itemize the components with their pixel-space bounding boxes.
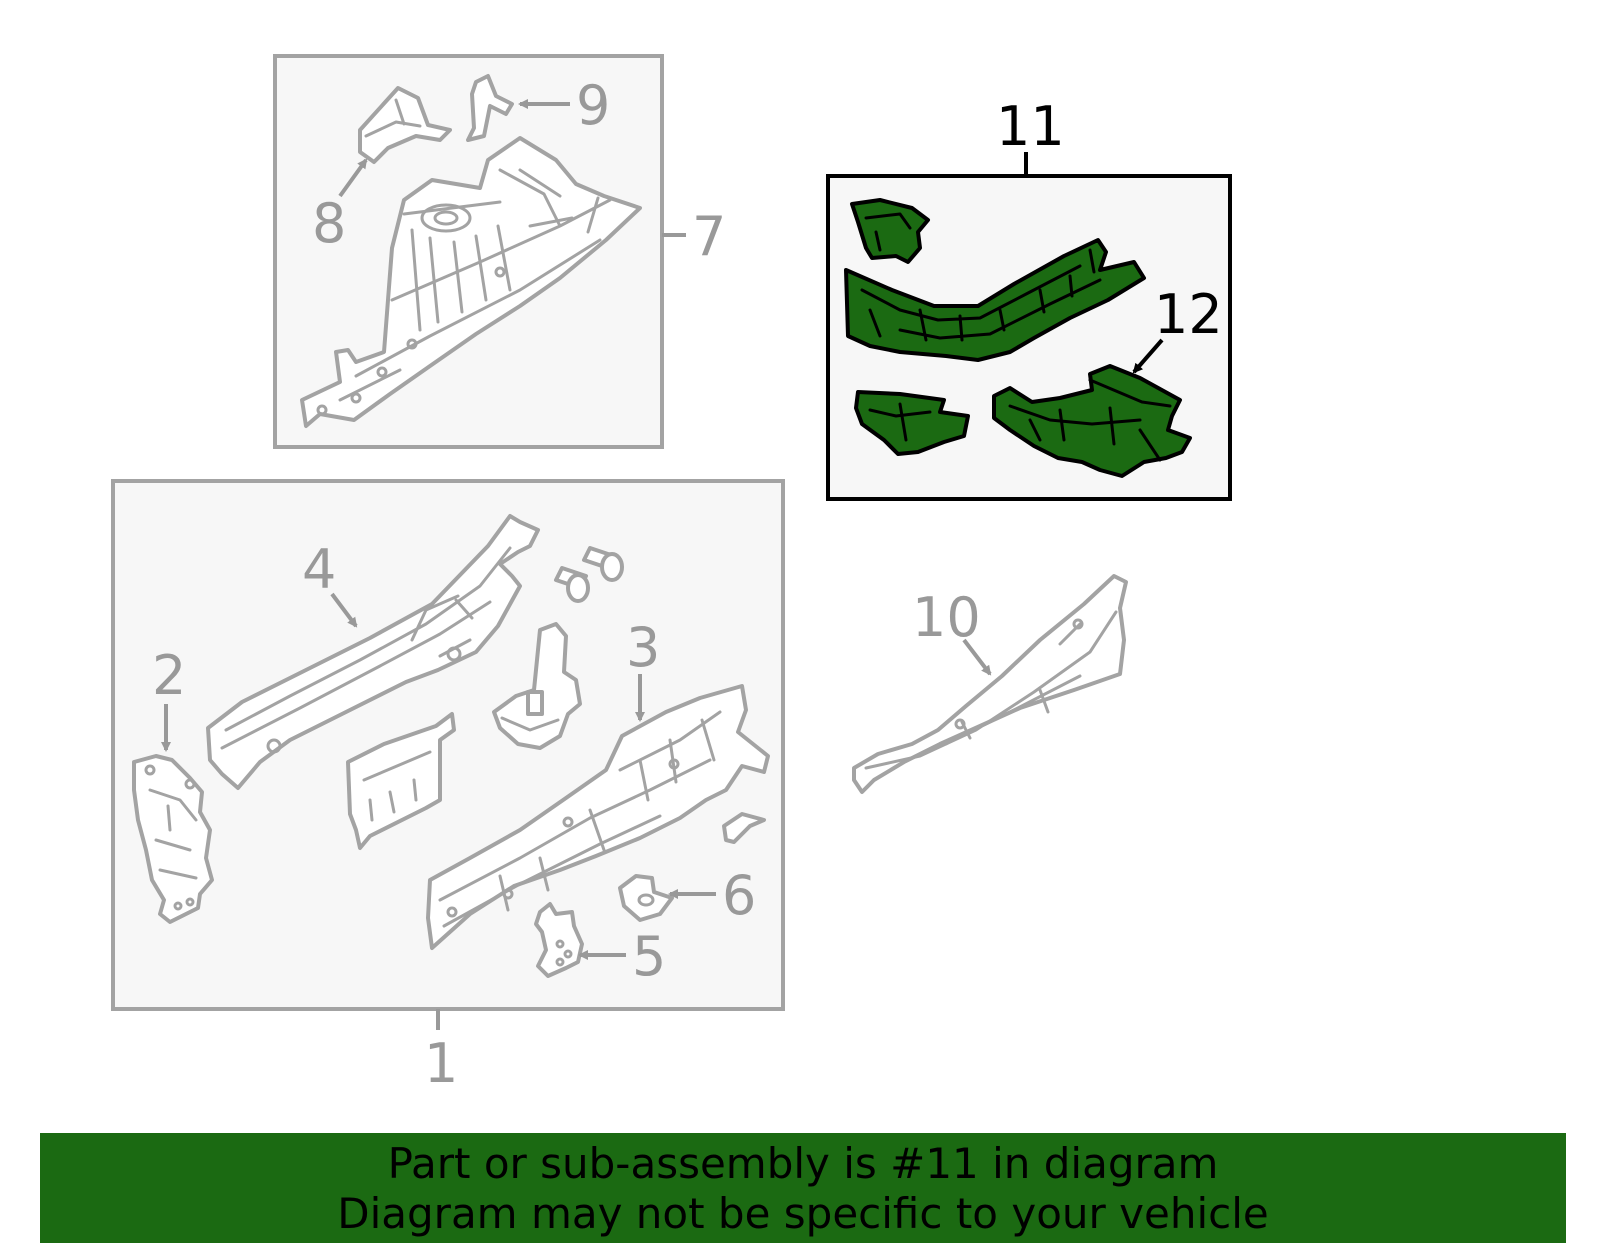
part-11-main-rail[interactable] (844, 238, 1146, 362)
callout-1: 1 (424, 1009, 458, 1095)
svg-text:11: 11 (996, 95, 1065, 158)
part-11-piece-top-left[interactable] (850, 198, 930, 264)
svg-text:1: 1 (424, 1032, 458, 1095)
callout-6: 6 (668, 864, 756, 927)
strut-bracket[interactable] (492, 622, 582, 750)
callout-8: 8 (312, 158, 368, 255)
svg-text:6: 6 (722, 864, 756, 927)
part-4-rail[interactable] (206, 514, 540, 790)
svg-text:8: 8 (312, 192, 346, 255)
svg-text:3: 3 (626, 616, 660, 679)
small-clip[interactable] (722, 812, 766, 844)
callout-10: 10 (912, 586, 992, 676)
info-banner: Part or sub-assembly is #11 in diagram D… (40, 1133, 1566, 1243)
part-2-panel[interactable] (132, 754, 214, 924)
assembly-box-7 (273, 54, 664, 449)
svg-text:4: 4 (302, 538, 336, 601)
callout-5: 5 (578, 925, 666, 988)
svg-text:12: 12 (1154, 283, 1223, 346)
part-9-bracket[interactable] (466, 74, 514, 142)
callout-12: 12 (1132, 283, 1223, 374)
banner-line-2: Diagram may not be specific to your vehi… (337, 1189, 1269, 1238)
callout-3: 3 (626, 616, 660, 722)
part-11-piece-bottom-left[interactable] (854, 390, 970, 456)
part-5-bracket[interactable] (534, 902, 584, 978)
callout-9: 9 (518, 74, 610, 137)
svg-text:9: 9 (576, 74, 610, 137)
part-8-bracket[interactable] (358, 86, 452, 164)
callout-4: 4 (302, 538, 358, 628)
part-7-apron[interactable] (300, 136, 642, 428)
callout-11: 11 (996, 95, 1065, 176)
svg-text:10: 10 (912, 586, 981, 649)
svg-text:5: 5 (632, 925, 666, 988)
callout-7: 7 (662, 205, 726, 268)
svg-text:2: 2 (152, 644, 186, 707)
part-12-reinforcement[interactable] (992, 364, 1192, 478)
assembly-box-11 (826, 174, 1232, 501)
part-10-extension[interactable] (852, 574, 1128, 794)
assembly-box-1 (111, 479, 785, 1011)
svg-text:7: 7 (692, 205, 726, 268)
banner-line-1: Part or sub-assembly is #11 in diagram (387, 1139, 1219, 1188)
bolt-pair[interactable] (554, 546, 624, 603)
part-3-rail[interactable] (426, 684, 770, 950)
callout-2: 2 (152, 644, 186, 752)
inner-panel[interactable] (346, 712, 456, 850)
